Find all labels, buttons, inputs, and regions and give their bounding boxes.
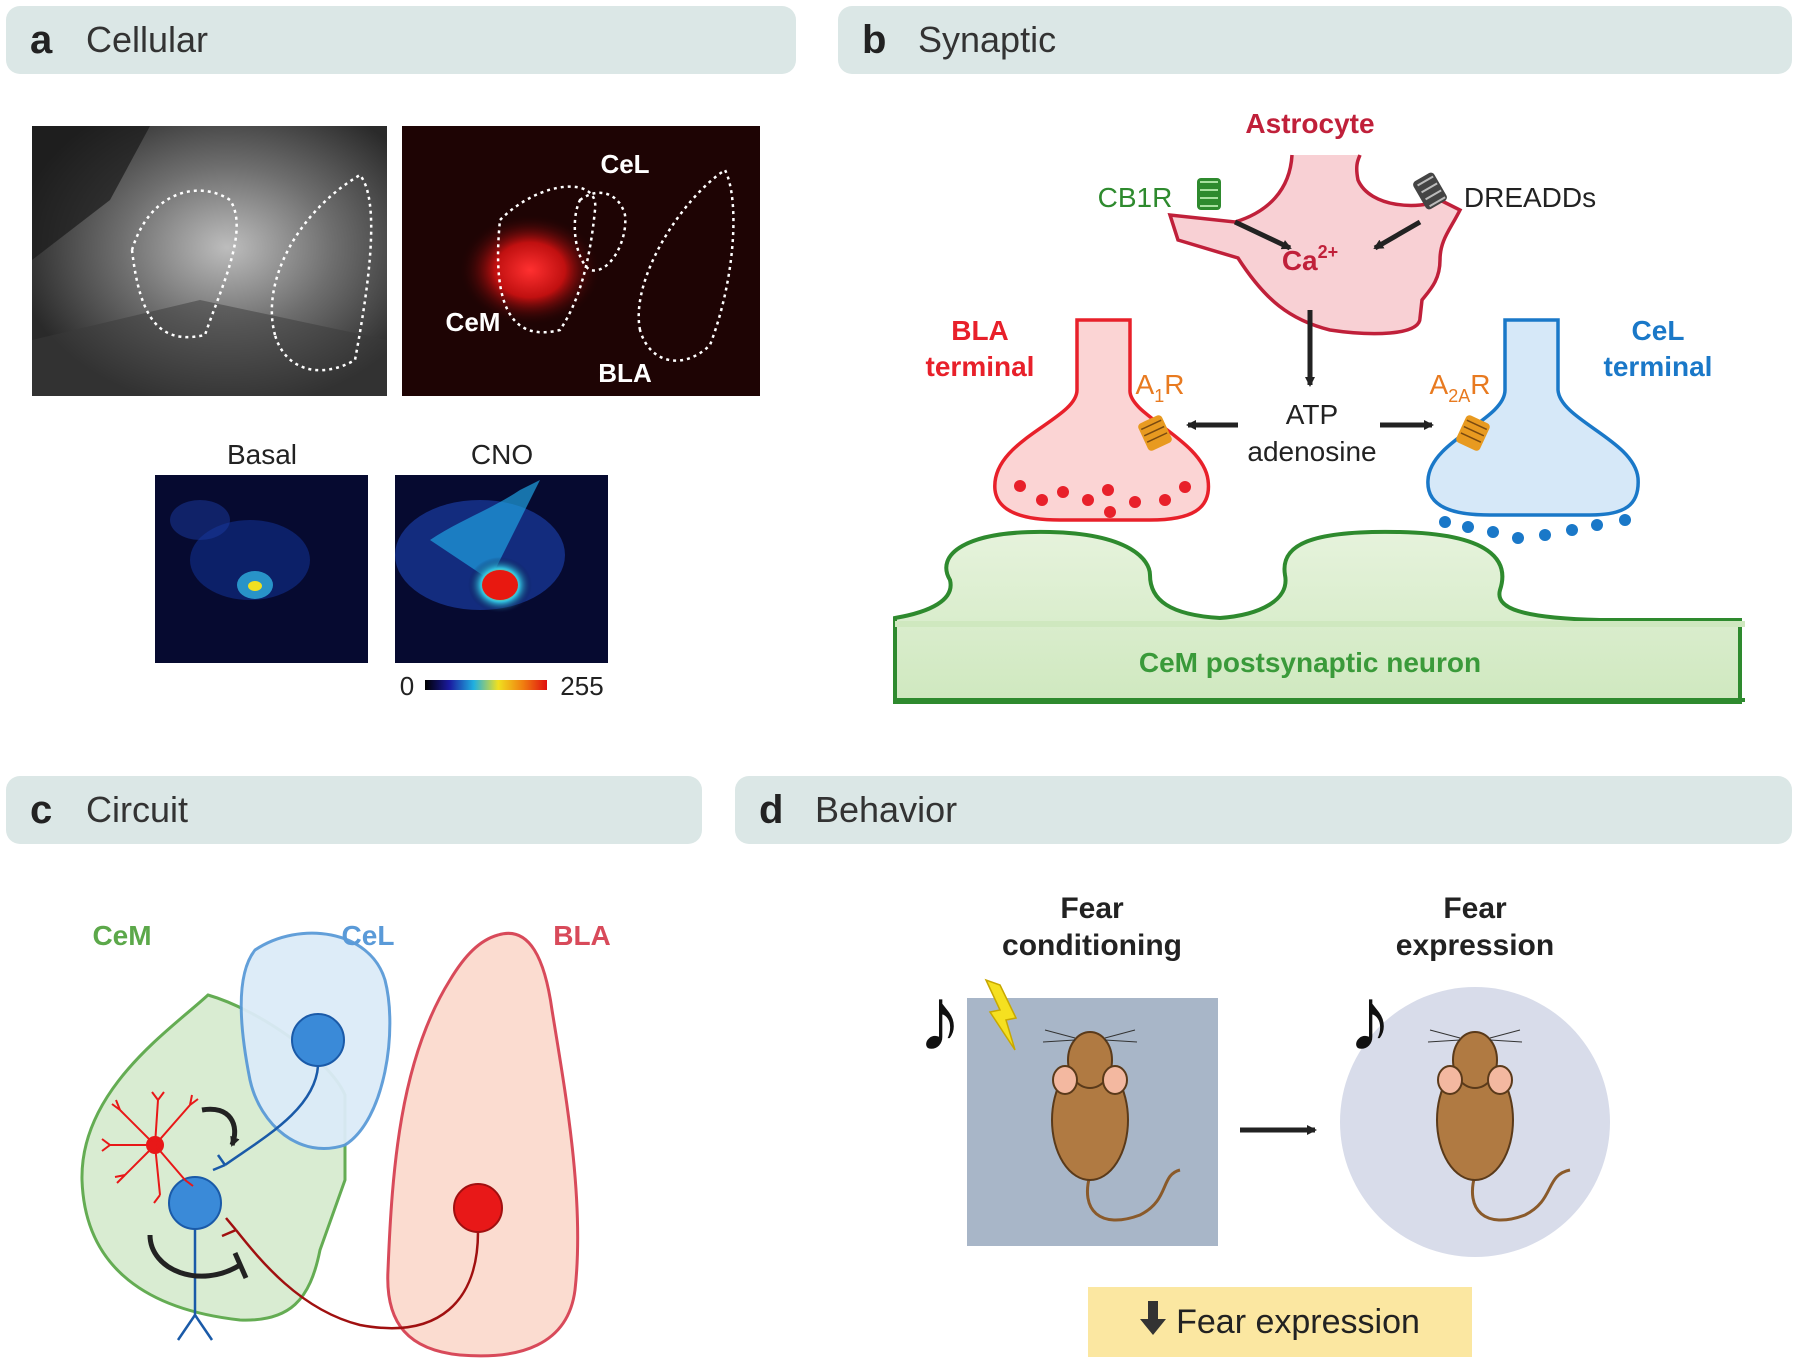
panel-letter-c: c [30, 787, 53, 832]
synaptic-arrows [1186, 219, 1434, 430]
adenosine-label: adenosine [1247, 436, 1376, 467]
calcium-sup: 2+ [1318, 242, 1339, 262]
a1r-label: A1R [1136, 369, 1185, 406]
a1r-base: A [1136, 369, 1155, 400]
circuit-cem-label: CeM [92, 920, 151, 951]
colorbar-min: 0 [400, 671, 414, 701]
atp-label: ATP [1286, 399, 1338, 430]
shock-icon [984, 978, 1018, 1051]
expression-label-1: Fear [1443, 892, 1507, 925]
basal-label: Basal [227, 439, 297, 470]
circuit-bla-label: BLA [553, 920, 611, 951]
bla-terminal-label-2: terminal [926, 351, 1035, 382]
colorbar-max: 255 [560, 671, 603, 701]
calcium-base: Ca [1282, 245, 1318, 276]
panel-title-b: Synaptic [918, 19, 1057, 60]
panel-header-b: b Synaptic [838, 6, 1792, 74]
brightfield-image [32, 126, 387, 396]
heatmap-colorbar: 0 255 [400, 671, 604, 701]
mouse-icon-2 [1427, 1029, 1571, 1222]
bla-terminal-label-1: BLA [951, 315, 1009, 346]
a1r-receptor-icon: A1R [1136, 369, 1185, 451]
a2ar-receptor-icon: A2AR [1430, 369, 1491, 451]
astrocyte-icon [101, 1091, 199, 1204]
cel-terminal-label-1: CeL [1632, 315, 1685, 346]
calcium-label: Ca2+ [1282, 242, 1338, 276]
dreadds-arrow [1373, 219, 1422, 251]
panel-title-c: Circuit [86, 789, 189, 830]
bla-region [386, 931, 580, 1358]
cno-heatmap [395, 475, 608, 663]
behavior-diagram: Fear conditioning Fear expression ♪ ♪ [918, 892, 1610, 1257]
astrocyte-process: Astrocyte Ca2+ [1167, 108, 1463, 336]
a1r-sub: 1 [1154, 386, 1164, 406]
panel-letter-a: a [30, 17, 53, 62]
cb1r-arrow [1233, 219, 1292, 251]
a2ar-base: A [1430, 369, 1449, 400]
bla-vesicles [1014, 480, 1191, 518]
conditioning-label-2: conditioning [1002, 929, 1182, 962]
a1r-end: R [1164, 369, 1184, 400]
fear-expression-result: Fear expression [1088, 1287, 1472, 1357]
bla-neuron [453, 1183, 503, 1233]
down-arrow-icon [1140, 1300, 1167, 1344]
basal-heatmap [155, 475, 368, 663]
a2ar-end: R [1470, 369, 1490, 400]
fluorescence-image: CeL CeM BLA [402, 126, 760, 396]
cb1r-receptor-icon: CB1R [1098, 178, 1221, 213]
a2ar-label: A2AR [1430, 369, 1491, 406]
panel-header-a: a Cellular [6, 6, 796, 74]
postsynaptic-label: CeM postsynaptic neuron [1139, 647, 1481, 678]
conditioning-label-1: Fear [1060, 892, 1124, 925]
cno-label: CNO [471, 439, 533, 470]
dreadds-receptor-icon: DREADDs [1413, 172, 1596, 213]
a2ar-sub: 2A [1448, 386, 1470, 406]
panel-letter-d: d [759, 787, 784, 832]
cb1r-label: CB1R [1098, 182, 1173, 213]
fear-expression-result-label: Fear expression [1176, 1302, 1420, 1341]
cem-postsynaptic-neuron: CeM postsynaptic neuron [893, 529, 1745, 704]
panel-letter-b: b [862, 17, 887, 62]
dreadds-label: DREADDs [1464, 182, 1596, 213]
astrocyte-label: Astrocyte [1245, 108, 1374, 139]
expression-label-2: expression [1396, 929, 1554, 962]
panel-title-d: Behavior [815, 789, 958, 830]
circuit-cel-label: CeL [342, 920, 395, 951]
panel-title-a: Cellular [86, 19, 209, 60]
bla-region-label: BLA [598, 358, 652, 388]
cel-region-label: CeL [600, 149, 649, 179]
mouse-icon-1 [1042, 1029, 1181, 1222]
cem-region-label: CeM [446, 307, 501, 337]
panel-header-c: c Circuit [6, 776, 702, 844]
panel-header-d: d Behavior [735, 776, 1792, 844]
music-note-icon-2: ♪ [1348, 970, 1393, 1070]
circuit-diagram: CeM CeL BLA [80, 920, 611, 1358]
cel-vesicles [1439, 514, 1631, 544]
cem-neuron [168, 1176, 222, 1230]
music-note-icon-1: ♪ [918, 970, 963, 1070]
bla-terminal [993, 318, 1211, 522]
cel-terminal-label-2: terminal [1604, 351, 1713, 382]
cel-neuron [291, 1013, 345, 1067]
